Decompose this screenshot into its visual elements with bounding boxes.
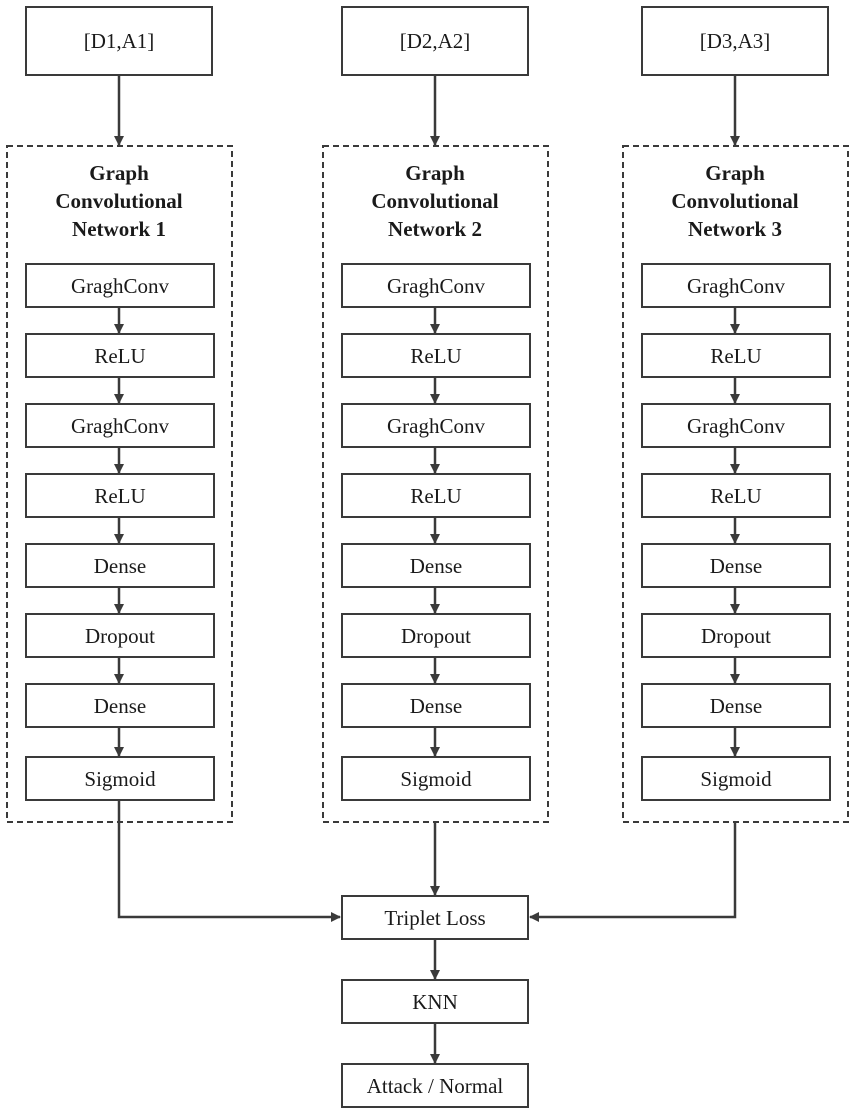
- layer-label-1-6: Dropout: [85, 624, 155, 648]
- output-box: [341, 1063, 529, 1108]
- input-box-1: [25, 6, 213, 76]
- column-3: [D3,A3] Graph Convolutional Network 3 Gr…: [622, 6, 849, 823]
- layer-box-2-8: [341, 756, 531, 801]
- network-title-1-line-1: Graph: [89, 161, 149, 185]
- layer-label-3-6: Dropout: [701, 624, 771, 648]
- layer-label-2-2: ReLU: [410, 344, 461, 368]
- connector-network-1-to-loss: [117, 800, 341, 922]
- layer-label-3-5: Dense: [710, 554, 762, 578]
- column-1: [D1,A1] Graph Convolutional Network 1 Gr…: [6, 6, 233, 823]
- layer-box-2-6: [341, 613, 531, 658]
- layer-box-3-1: [641, 263, 831, 308]
- layer-label-2-1: GraghConv: [387, 274, 485, 298]
- layer-box-3-7: [641, 683, 831, 728]
- output-label: Attack / Normal: [367, 1074, 504, 1098]
- column-2: [D2,A2] Graph Convolutional Network 2 Gr…: [322, 6, 549, 823]
- connector-network-3-to-loss: [529, 822, 737, 922]
- layer-label-3-4: ReLU: [710, 484, 761, 508]
- layer-box-1-8: [25, 756, 215, 801]
- layer-label-2-3: GraghConv: [387, 414, 485, 438]
- layer-label-1-7: Dense: [94, 694, 146, 718]
- layer-box-3-6: [641, 613, 831, 658]
- layer-label-2-7: Dense: [410, 694, 462, 718]
- layer-label-1-4: ReLU: [94, 484, 145, 508]
- knn-label: KNN: [412, 990, 458, 1014]
- network-title-3-line-2: Convolutional: [671, 189, 798, 213]
- layer-box-1-7: [25, 683, 215, 728]
- layer-label-1-3: GraghConv: [71, 414, 169, 438]
- network-title-2-line-1: Graph: [405, 161, 465, 185]
- input-box-3: [641, 6, 829, 76]
- input-label-3: [D3,A3]: [700, 29, 771, 53]
- layer-label-1-5: Dense: [94, 554, 146, 578]
- input-label-2: [D2,A2]: [400, 29, 471, 53]
- layer-box-2-7: [341, 683, 531, 728]
- layer-box-2-4: [341, 473, 531, 518]
- knn-box: [341, 979, 529, 1024]
- layer-label-3-8: Sigmoid: [700, 767, 772, 791]
- network-title-1-line-2: Convolutional: [55, 189, 182, 213]
- layer-label-3-2: ReLU: [710, 344, 761, 368]
- network-title-3-line-3: Network 3: [688, 217, 782, 241]
- layer-label-2-8: Sigmoid: [400, 767, 472, 791]
- layer-label-3-1: GraghConv: [687, 274, 785, 298]
- layer-label-1-2: ReLU: [94, 344, 145, 368]
- layer-box-2-5: [341, 543, 531, 588]
- layer-box-1-2: [25, 333, 215, 378]
- layer-box-3-2: [641, 333, 831, 378]
- layer-box-3-3: [641, 403, 831, 448]
- layer-label-2-6: Dropout: [401, 624, 471, 648]
- layer-box-3-8: [641, 756, 831, 801]
- layer-box-1-6: [25, 613, 215, 658]
- network-title-2-line-2: Convolutional: [371, 189, 498, 213]
- layer-box-1-4: [25, 473, 215, 518]
- triplet-loss-label: Triplet Loss: [384, 906, 485, 930]
- layer-label-1-8: Sigmoid: [84, 767, 156, 791]
- layer-box-2-1: [341, 263, 531, 308]
- layer-box-2-3: [341, 403, 531, 448]
- layer-label-3-7: Dense: [710, 694, 762, 718]
- input-label-1: [D1,A1]: [84, 29, 155, 53]
- input-box-2: [341, 6, 529, 76]
- layer-label-2-4: ReLU: [410, 484, 461, 508]
- layer-box-1-1: [25, 263, 215, 308]
- network-title-2-line-3: Network 2: [388, 217, 482, 241]
- layer-label-2-5: Dense: [410, 554, 462, 578]
- layer-box-1-5: [25, 543, 215, 588]
- network-title-1-line-3: Network 1: [72, 217, 166, 241]
- layer-box-2-2: [341, 333, 531, 378]
- network-title-3-line-1: Graph: [705, 161, 765, 185]
- layer-label-3-3: GraghConv: [687, 414, 785, 438]
- layer-box-3-5: [641, 543, 831, 588]
- merge-path: Triplet Loss KNN Attack / Normal: [341, 895, 529, 1108]
- triplet-loss-box: [341, 895, 529, 940]
- layer-label-1-1: GraghConv: [71, 274, 169, 298]
